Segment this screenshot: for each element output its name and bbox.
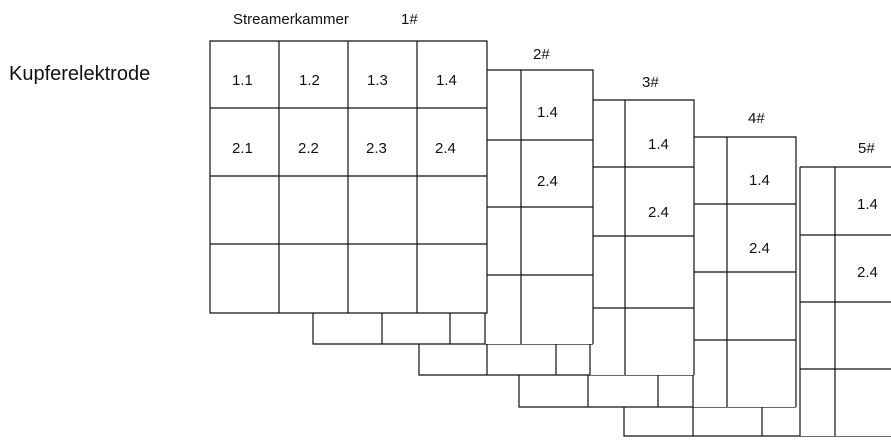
- diagram-title: Streamerkammer: [233, 11, 349, 28]
- chamber-1: 1# 1.1 1.2 1.3 1.4 2.1 2.2 2.3 2.4: [209, 11, 488, 314]
- chamber-1-cell-1-4: 1.4: [436, 72, 457, 89]
- chamber-1-cell-2-3: 2.3: [366, 140, 387, 157]
- electrode-label: Kupferelektrode: [9, 63, 150, 85]
- chamber-1-cell-1-2: 1.2: [299, 72, 320, 89]
- chamber-1-label: 1#: [401, 11, 418, 28]
- chamber-2-label: 2#: [533, 46, 550, 63]
- chamber-1-cell-2-2: 2.2: [298, 140, 319, 157]
- chamber-2-cell-2-4: 2.4: [537, 173, 558, 190]
- chamber-5-cell-1-4: 1.4: [857, 196, 878, 213]
- chamber-5-cell-2-4: 2.4: [857, 264, 878, 281]
- chamber-3-cell-2-4: 2.4: [648, 204, 669, 221]
- chamber-1-cell-2-1: 2.1: [232, 140, 253, 157]
- chamber-3-cell-1-4: 1.4: [648, 136, 669, 153]
- chamber-4-cell-2-4: 2.4: [749, 240, 770, 257]
- chamber-4-label: 4#: [748, 110, 765, 127]
- chamber-3-label: 3#: [642, 74, 659, 91]
- chamber-2-cell-1-4: 1.4: [537, 104, 558, 121]
- chamber-1-cell-1-1: 1.1: [232, 72, 253, 89]
- chamber-1-cell-2-4: 2.4: [435, 140, 456, 157]
- chamber-4-cell-1-4: 1.4: [749, 172, 770, 189]
- chamber-5-label: 5#: [858, 140, 875, 157]
- chamber-1-cell-1-3: 1.3: [367, 72, 388, 89]
